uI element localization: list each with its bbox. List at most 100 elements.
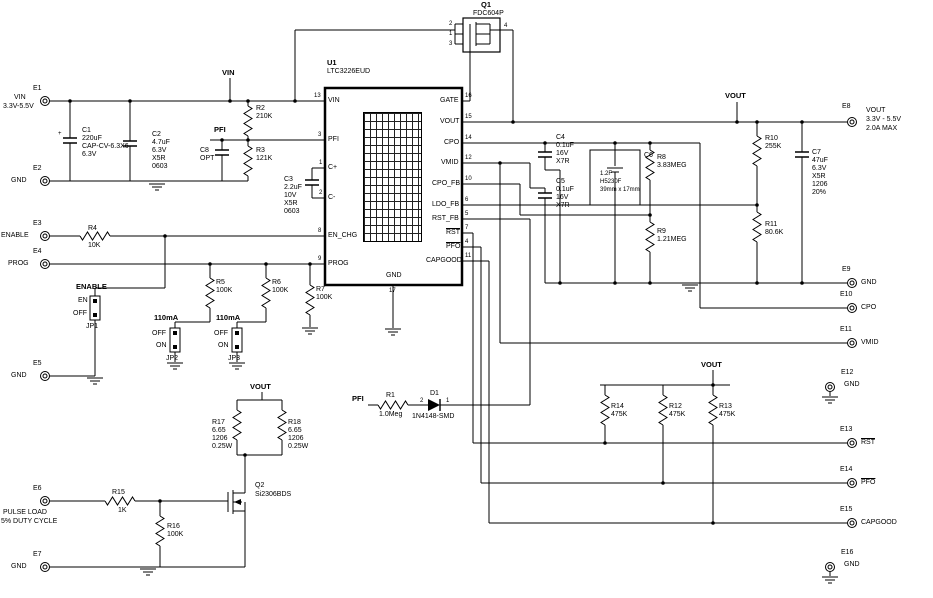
u1-pinnum-6-label: 6 [465,197,469,203]
q1-ref-label: Q1 [481,0,492,9]
e10-ref-label: E10 [840,291,853,298]
r11-ref-label: R11 [765,221,778,228]
jp1-ref-label: JP1 [86,323,99,330]
e4-name-label: PROG [8,260,29,267]
q2-ref-label: Q2 [255,482,265,489]
r14-v-label: 475K [611,411,628,418]
jp2-title-label: 110mA [154,313,179,322]
jp3-on-label: ON [218,342,229,349]
u1-pin-rstfb-label: RST_FB [432,215,459,222]
jp2-jumper [169,327,181,353]
r8-v-label: 3.83MEG [657,162,687,169]
e10-name-label: CPO [861,304,877,311]
c1-ref-label: C1 [82,127,91,134]
r18-v1-label: 6.65 [288,427,302,434]
d1-part-label: 1N4148-SMD [412,413,455,420]
c1-v1-label: 220uF [82,135,102,142]
e1-name-label: VIN [14,94,26,101]
r18-v3-label: 0.25W [288,443,309,450]
r5-ref-label: R5 [216,279,225,286]
r12-v-label: 475K [669,411,686,418]
r9-v-label: 1.21MEG [657,236,687,243]
junction-dots [68,99,804,525]
pad-e16 [825,562,835,572]
pad-e13 [847,438,857,448]
r4-v-label: 10K [88,242,101,249]
e12-ref-label: E12 [841,369,854,376]
u1-pinnum-12-label: 12 [465,155,472,161]
r6-ref-label: R6 [272,279,281,286]
r1-v-label: 1.0Meg [379,411,403,418]
e9-name-label: GND [861,279,877,286]
c4-ref-label: C4 [556,134,565,141]
c2-v3-label: X5R [152,155,166,162]
u1-pinnum-14-label: 14 [465,135,472,141]
pad-e6 [40,496,50,506]
c6-v2-label: H5230F [600,179,622,185]
r6-v-label: 100K [272,287,289,294]
u1-pinnum-16-label: 16 [465,93,472,99]
e13-name-label: RST [861,439,875,446]
e16-name-label: GND [844,561,860,568]
jp1-off-label: OFF [73,310,87,317]
c1-v3-label: 6.3V [82,151,97,158]
q2-mosfet-arrow [234,499,241,505]
d1-pin1-label: 1 [446,398,450,404]
r4-ref-label: R4 [88,225,97,232]
jp3-jumper [231,327,243,353]
d1-pin2-label: 2 [420,398,424,404]
u1-pinnum-9-label: 9 [318,256,322,262]
pad-e9 [847,278,857,288]
q1-pin4-label: 4 [504,23,508,29]
q2-part-label: Si2306BDS [255,491,292,498]
r17-v2-label: 1206 [212,435,228,442]
e11-name-label: VMID [861,339,879,346]
c1-plus-label: + [58,131,62,137]
c5-v1-label: 0.1uF [556,186,574,193]
r3-ref-label: R3 [256,147,265,154]
e7-ref-label: E7 [33,551,42,558]
jp3-off-label: OFF [214,330,228,337]
pad-e11 [847,338,857,348]
u1-pin-vout-label: VOUT [440,118,460,125]
c7-v4-label: 1206 [812,181,828,188]
u1-pin-prog-label: PROG [328,260,349,267]
e12-name-label: GND [844,381,860,388]
u1-pinnum-17-label: 17 [389,288,396,294]
c2-v4-label: 0603 [152,163,168,170]
r9-ref-label: R9 [657,228,666,235]
c7-v2-label: 6.3V [812,165,827,172]
q1-pin3-label: 3 [449,41,453,47]
r11-v-label: 80.6K [765,229,784,236]
u1-pinnum-1-label: 1 [319,160,323,166]
u1-pinnum-4-label: 4 [465,239,469,245]
r10-v-label: 255K [765,143,782,150]
r5-v-label: 100K [216,287,233,294]
jp2-ref-label: JP2 [166,355,179,362]
pad-e3 [40,231,50,241]
r17-ref-label: R17 [212,419,225,426]
c6-ref-label: C6 [644,152,653,159]
u1-pin-vin-label: VIN [328,97,340,104]
c1-v2-label: CAP-CV-6.3X6 [82,143,129,150]
c6-v3-label: 39mm x 17mm [600,187,640,193]
r18-ref-label: R18 [288,419,301,426]
u1-pin-pfi-label: PFI [328,136,339,143]
u1-pin-enchg-label: EN_CHG [328,232,358,239]
u1-pinnum-7-label: 7 [465,225,469,231]
r10-ref-label: R10 [765,135,778,142]
q1-pin1-label: 1 [449,31,453,37]
c3-v3-label: X5R [284,200,298,207]
c7-ref-label: C7 [812,149,821,156]
r16-v-label: 100K [167,531,184,538]
r3-v-label: 121K [256,155,273,162]
e8-max-label: 2.0A MAX [866,125,898,132]
c2-v2-label: 6.3V [152,147,167,154]
r12-ref-label: R12 [669,403,682,410]
u1-pin-capgood-label: CAPGOOD [426,257,462,264]
d1-diode [428,399,441,411]
r8-ref-label: R8 [657,154,666,161]
e14-name-label: PFO [861,479,876,486]
u1-outline [323,86,464,287]
